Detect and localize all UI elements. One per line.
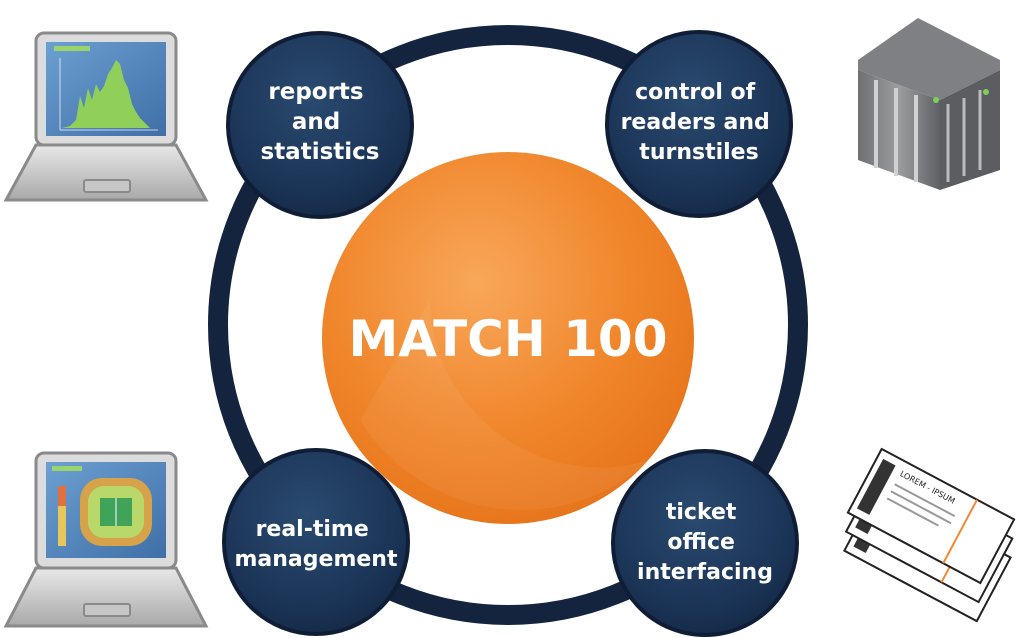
node-ticket-line-1: ticket bbox=[666, 500, 737, 525]
node-control-line-2: readers and bbox=[621, 110, 770, 135]
center-title: MATCH 100 bbox=[349, 310, 668, 368]
node-reports-line-2: and bbox=[292, 109, 340, 135]
main-ring bbox=[208, 25, 808, 625]
node-ticket-line-2: office bbox=[667, 530, 735, 555]
node-ticket: ticket office interfacing bbox=[611, 449, 799, 637]
center-hub: MATCH 100 bbox=[322, 152, 694, 524]
node-reports: reports and statistics bbox=[226, 31, 414, 219]
turnstile-icon bbox=[858, 18, 1000, 190]
node-realtime: real-time management bbox=[222, 448, 410, 636]
tickets-icon: LOREM - IPSUM bbox=[842, 447, 1016, 623]
svg-text:control of readers and: control of readers and turnstiles bbox=[621, 80, 778, 165]
laptop-chart-icon bbox=[3, 31, 209, 202]
node-control-line-1: control of bbox=[635, 80, 756, 105]
node-reports-line-3: statistics bbox=[261, 139, 380, 165]
node-realtime-line-1: real-time bbox=[256, 517, 369, 542]
svg-text:real-time management: real-time management bbox=[235, 517, 398, 572]
node-control-line-3: turnstiles bbox=[639, 140, 758, 165]
node-reports-line-1: reports bbox=[268, 79, 363, 105]
svg-text:ticket office inte: ticket office interfacing bbox=[637, 500, 773, 585]
node-control: control of readers and turnstiles bbox=[605, 30, 793, 218]
node-ticket-line-3: interfacing bbox=[637, 560, 773, 585]
svg-text:reports and statis: reports and statistics bbox=[261, 79, 380, 165]
laptop-stadium-icon bbox=[3, 451, 209, 628]
node-realtime-line-2: management bbox=[235, 547, 398, 572]
